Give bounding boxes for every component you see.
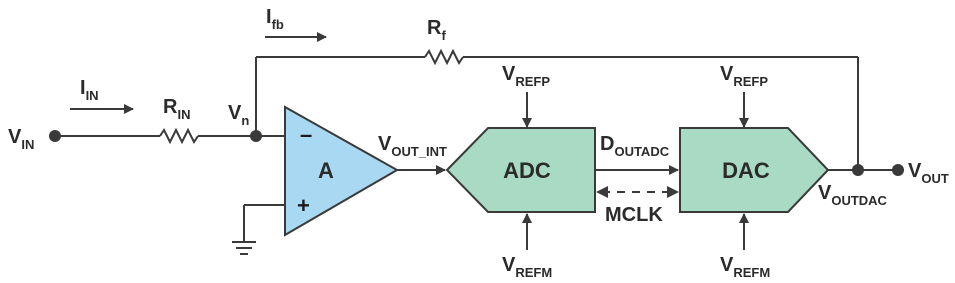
ground-connection xyxy=(232,204,285,255)
ifb-label: Ifb xyxy=(266,6,284,32)
feedback-path xyxy=(255,48,859,170)
vout-label: VOUT xyxy=(908,160,949,186)
opamp-a xyxy=(284,105,400,237)
rin-resistor xyxy=(159,127,199,145)
voutdac-label: VOUTDAC xyxy=(818,182,888,208)
dac-vrefm-label: VREFM xyxy=(720,254,770,280)
dac-label: DAC xyxy=(722,158,770,183)
vout-int-label: VOUT_INT xyxy=(378,133,447,159)
input-wire xyxy=(49,127,285,145)
vout-terminal xyxy=(892,164,904,176)
opamp-label: A xyxy=(318,158,334,183)
rf-resistor xyxy=(424,48,464,66)
vin-label: VIN xyxy=(8,126,34,152)
mclk-label: MCLK xyxy=(605,204,663,226)
adc-vrefp-label: VREFP xyxy=(502,63,550,89)
dac-block xyxy=(679,127,830,213)
mclk-dashed-arrow xyxy=(596,186,679,198)
rf-label: Rf xyxy=(427,17,446,43)
doutadc-label: DOUTADC xyxy=(600,133,670,159)
dac-vrefp-label: VREFP xyxy=(720,63,768,89)
voutdac-node xyxy=(852,164,864,176)
rin-label: RIN xyxy=(163,96,190,122)
opamp-plus-sign: + xyxy=(297,193,310,218)
adc-label: ADC xyxy=(503,158,551,183)
opamp-minus-sign: – xyxy=(300,122,312,147)
iin-label: IIN xyxy=(80,77,99,103)
adc-vrefm-label: VREFM xyxy=(502,254,552,280)
vn-label: Vn xyxy=(228,102,249,128)
